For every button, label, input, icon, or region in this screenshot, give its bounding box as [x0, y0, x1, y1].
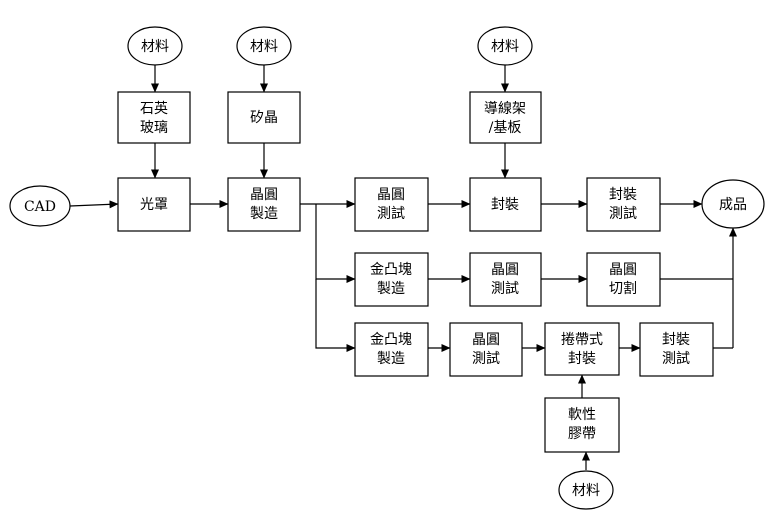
nodes: CAD 材料 材料 材料 材料 石英 玻璃 矽晶 導線架	[9, 26, 765, 510]
node-package-test-2-line1: 封裝	[662, 332, 690, 348]
node-silicon-crystal: 矽晶	[227, 91, 301, 144]
node-gold-bump-2-line1: 金凸塊	[370, 332, 412, 348]
node-wafer-test-2-line2: 測試	[491, 281, 519, 297]
node-package-test-2-line2: 測試	[662, 351, 690, 367]
edge-waferfab-bump2	[315, 279, 356, 352]
node-package-1-line1: 封裝	[491, 197, 519, 213]
node-package-test-1-line2: 測試	[609, 206, 637, 222]
node-material-1-label: 材料	[141, 39, 169, 55]
node-quartz-glass-line2: 玻璃	[140, 119, 168, 136]
node-gold-bump-2-line2: 製造	[377, 351, 405, 367]
node-silicon-crystal-line1: 矽晶	[250, 110, 278, 126]
node-product-label: 成品	[719, 197, 747, 213]
node-wafer-test-2: 晶圓 測試	[469, 252, 542, 307]
node-photomask-line1: 光罩	[140, 197, 168, 213]
edge-cad-photomask	[69, 200, 119, 209]
node-material-3-label: 材料	[491, 39, 519, 55]
node-wafer-fab-line2: 製造	[250, 206, 278, 222]
node-wafer-test-3-line2: 測試	[472, 351, 500, 367]
node-material-3: 材料	[477, 26, 533, 66]
edges	[69, 65, 737, 470]
node-wafer-test-3: 晶圓 測試	[449, 322, 523, 377]
node-wafer-dicing: 晶圓 切割	[586, 252, 661, 307]
node-gold-bump-1-line1: 金凸塊	[370, 262, 412, 278]
edge-waferfab-bump1	[315, 204, 356, 283]
node-tape-package-line1: 捲帶式	[561, 332, 603, 348]
node-package-1: 封裝	[469, 177, 542, 232]
node-wafer-test-1-line1: 晶圓	[377, 187, 405, 203]
node-material-4-label: 材料	[572, 483, 600, 499]
node-cad: CAD	[9, 185, 71, 227]
node-wafer-test-3-line1: 晶圓	[472, 332, 500, 348]
node-material-4: 材料	[558, 470, 614, 510]
node-wafer-dicing-line1: 晶圓	[609, 262, 637, 278]
node-package-test-1: 封裝 測試	[586, 177, 661, 232]
node-flex-tape: 軟性 膠帶	[544, 397, 620, 453]
node-leadframe-line1: 導線架	[484, 101, 526, 117]
node-leadframe: 導線架 /基板	[469, 91, 542, 144]
node-product: 成品	[701, 179, 765, 229]
node-flex-tape-line2: 膠帶	[568, 426, 596, 442]
node-wafer-test-1-line2: 測試	[377, 206, 405, 222]
node-cad-label: CAD	[24, 199, 56, 215]
node-quartz-glass-line1: 石英	[140, 100, 168, 117]
node-material-2-label: 材料	[250, 39, 278, 55]
node-material-1: 材料	[127, 26, 183, 66]
node-wafer-fab-line1: 晶圓	[250, 187, 278, 203]
node-gold-bump-2: 金凸塊 製造	[354, 322, 429, 377]
node-gold-bump-1: 金凸塊 製造	[354, 252, 429, 307]
node-photomask: 光罩	[117, 177, 191, 232]
node-tape-package: 捲帶式 封裝	[544, 322, 620, 376]
node-wafer-test-1: 晶圓 測試	[354, 177, 429, 232]
node-package-test-1-line1: 封裝	[609, 187, 637, 203]
node-material-2: 材料	[236, 26, 292, 66]
node-leadframe-line2: /基板	[489, 119, 522, 136]
node-gold-bump-1-line2: 製造	[377, 281, 405, 297]
node-package-test-2: 封裝 測試	[639, 322, 714, 377]
node-flex-tape-line1: 軟性	[568, 407, 596, 423]
node-tape-package-line2: 封裝	[568, 351, 596, 367]
node-wafer-test-2-line1: 晶圓	[491, 262, 519, 278]
node-wafer-dicing-line2: 切割	[609, 280, 637, 297]
node-quartz-glass: 石英 玻璃	[117, 91, 191, 144]
node-wafer-fab: 晶圓 製造	[227, 177, 301, 232]
